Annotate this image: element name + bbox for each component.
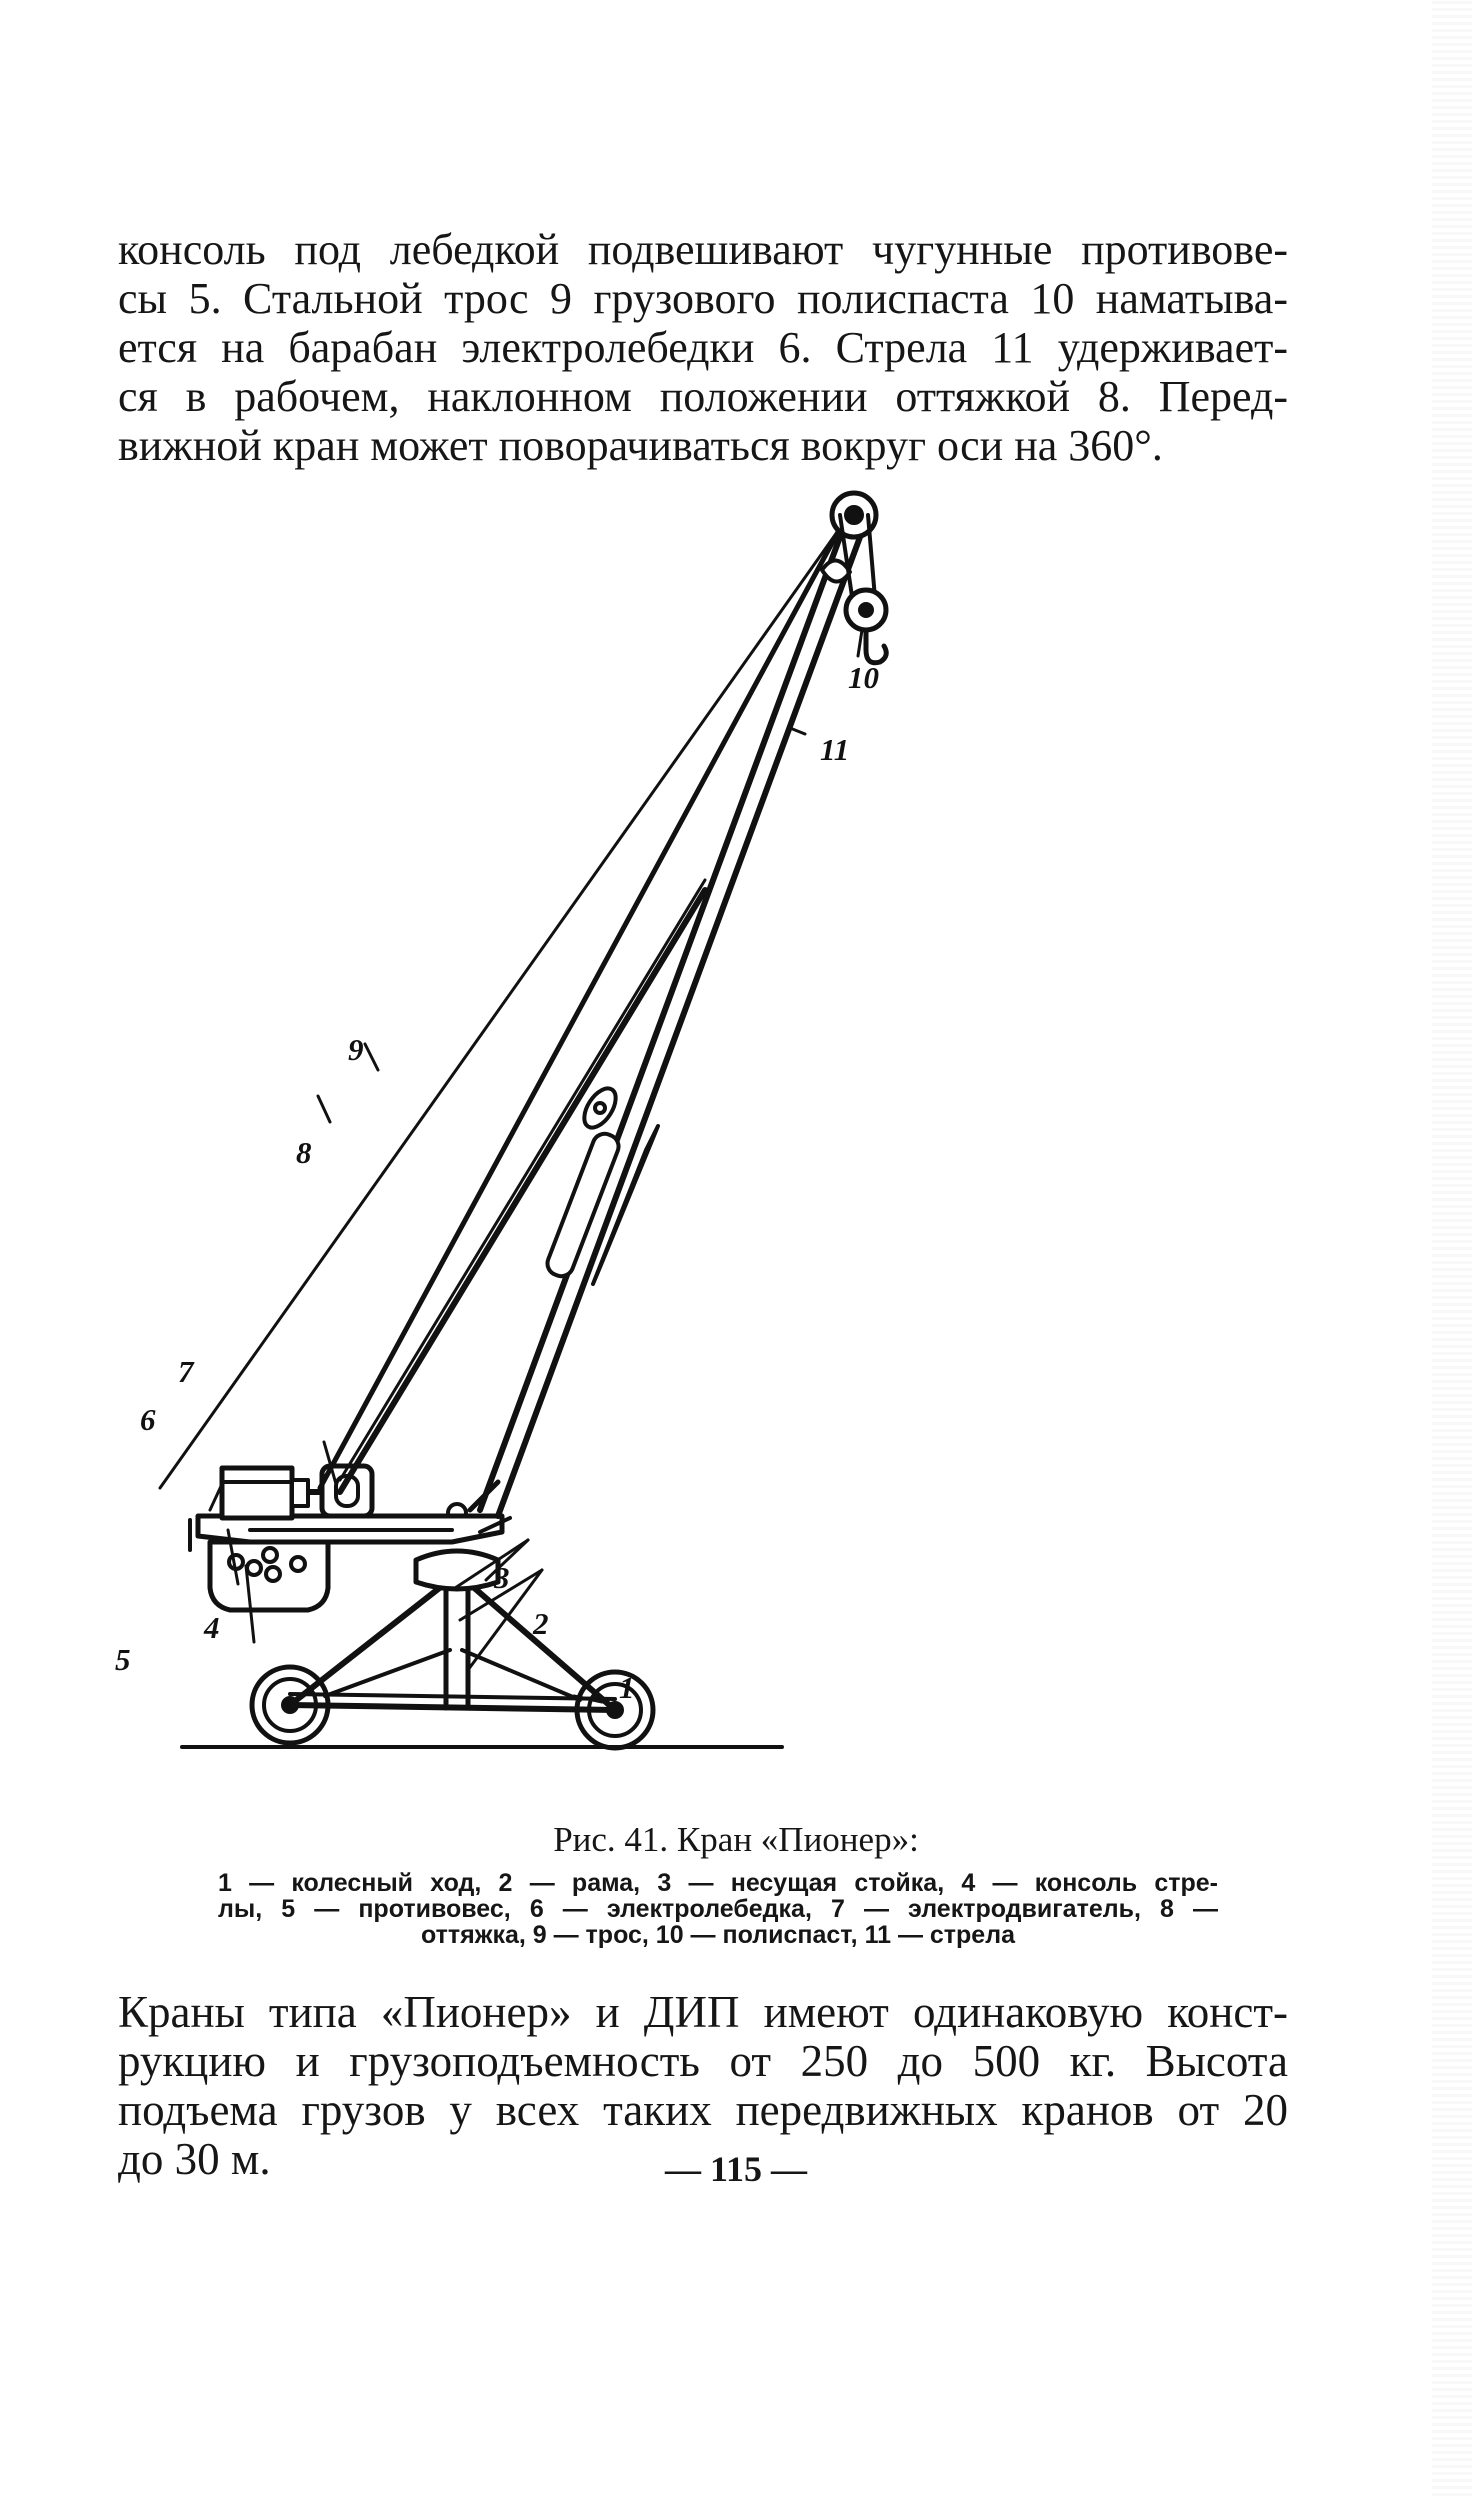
bottom-paragraph: Краны типа «Пионер» и ДИП имеют одинаков… [118, 1988, 1288, 2184]
rope [158, 526, 842, 1490]
page-number: — 115 — [664, 2149, 807, 2189]
scan-edge [1432, 0, 1472, 2496]
crane-figure: 1 2 3 4 5 6 7 8 9 10 11 [115, 470, 1270, 1780]
figure-caption: Рис. 41. Кран «Пионер»: [553, 1820, 919, 1859]
text-line: консоль под лебедкой подвешивают чугунны… [118, 225, 1288, 274]
label-5: 5 [115, 1642, 131, 1677]
text-line: ся в рабочем, наклонном положении оттяжк… [118, 372, 1288, 421]
legend-line: оттяжка, 9 — трос, 10 — полиспаст, 11 — … [421, 1921, 1015, 1949]
text-line: рукцию и грузоподъемность от 250 до 500 … [118, 2036, 1288, 2086]
guy-line [317, 507, 853, 1495]
label-3: 3 [493, 1560, 510, 1595]
label-2: 2 [532, 1606, 549, 1641]
label-10: 10 [848, 660, 879, 695]
pulley-block [820, 490, 889, 666]
legend-line: лы, 5 — противовес, 6 — электролебедка, … [218, 1895, 1218, 1923]
label-11: 11 [820, 732, 849, 767]
label-6: 6 [140, 1402, 156, 1437]
electric-winch [219, 1465, 325, 1521]
label-4: 4 [203, 1610, 220, 1645]
boom-console [195, 1513, 512, 1545]
label-7: 7 [178, 1354, 195, 1389]
label-8: 8 [296, 1135, 312, 1170]
label-9: 9 [348, 1032, 364, 1067]
text-line: подъема грузов у всех таких передвижных … [118, 2085, 1288, 2135]
text-line: Краны типа «Пионер» и ДИП имеют одинаков… [118, 1987, 1288, 2037]
text-line: ется на барабан электролебедки 6. Стрела… [118, 323, 1288, 372]
legend-line: 1 — колесный ход, 2 — рама, 3 — несущая … [218, 1869, 1218, 1897]
text-line: вижной кран может поворачиваться вокруг … [118, 421, 1163, 470]
top-paragraph: консоль под лебедкой подвешивают чугунны… [118, 225, 1288, 470]
figure-legend: 1 — колесный ход, 2 — рама, 3 — несущая … [218, 1870, 1218, 1948]
supporting-post [413, 1502, 501, 1711]
text-line: сы 5. Стальной трос 9 грузового полиспас… [118, 274, 1288, 323]
text-line: до 30 м. [118, 2134, 271, 2184]
leader-lines [208, 628, 864, 1704]
label-1: 1 [619, 1670, 635, 1705]
frame [287, 1583, 618, 1713]
crane-drawing: 1 2 3 4 5 6 7 8 9 10 11 [115, 490, 889, 1751]
boom [467, 507, 873, 1519]
